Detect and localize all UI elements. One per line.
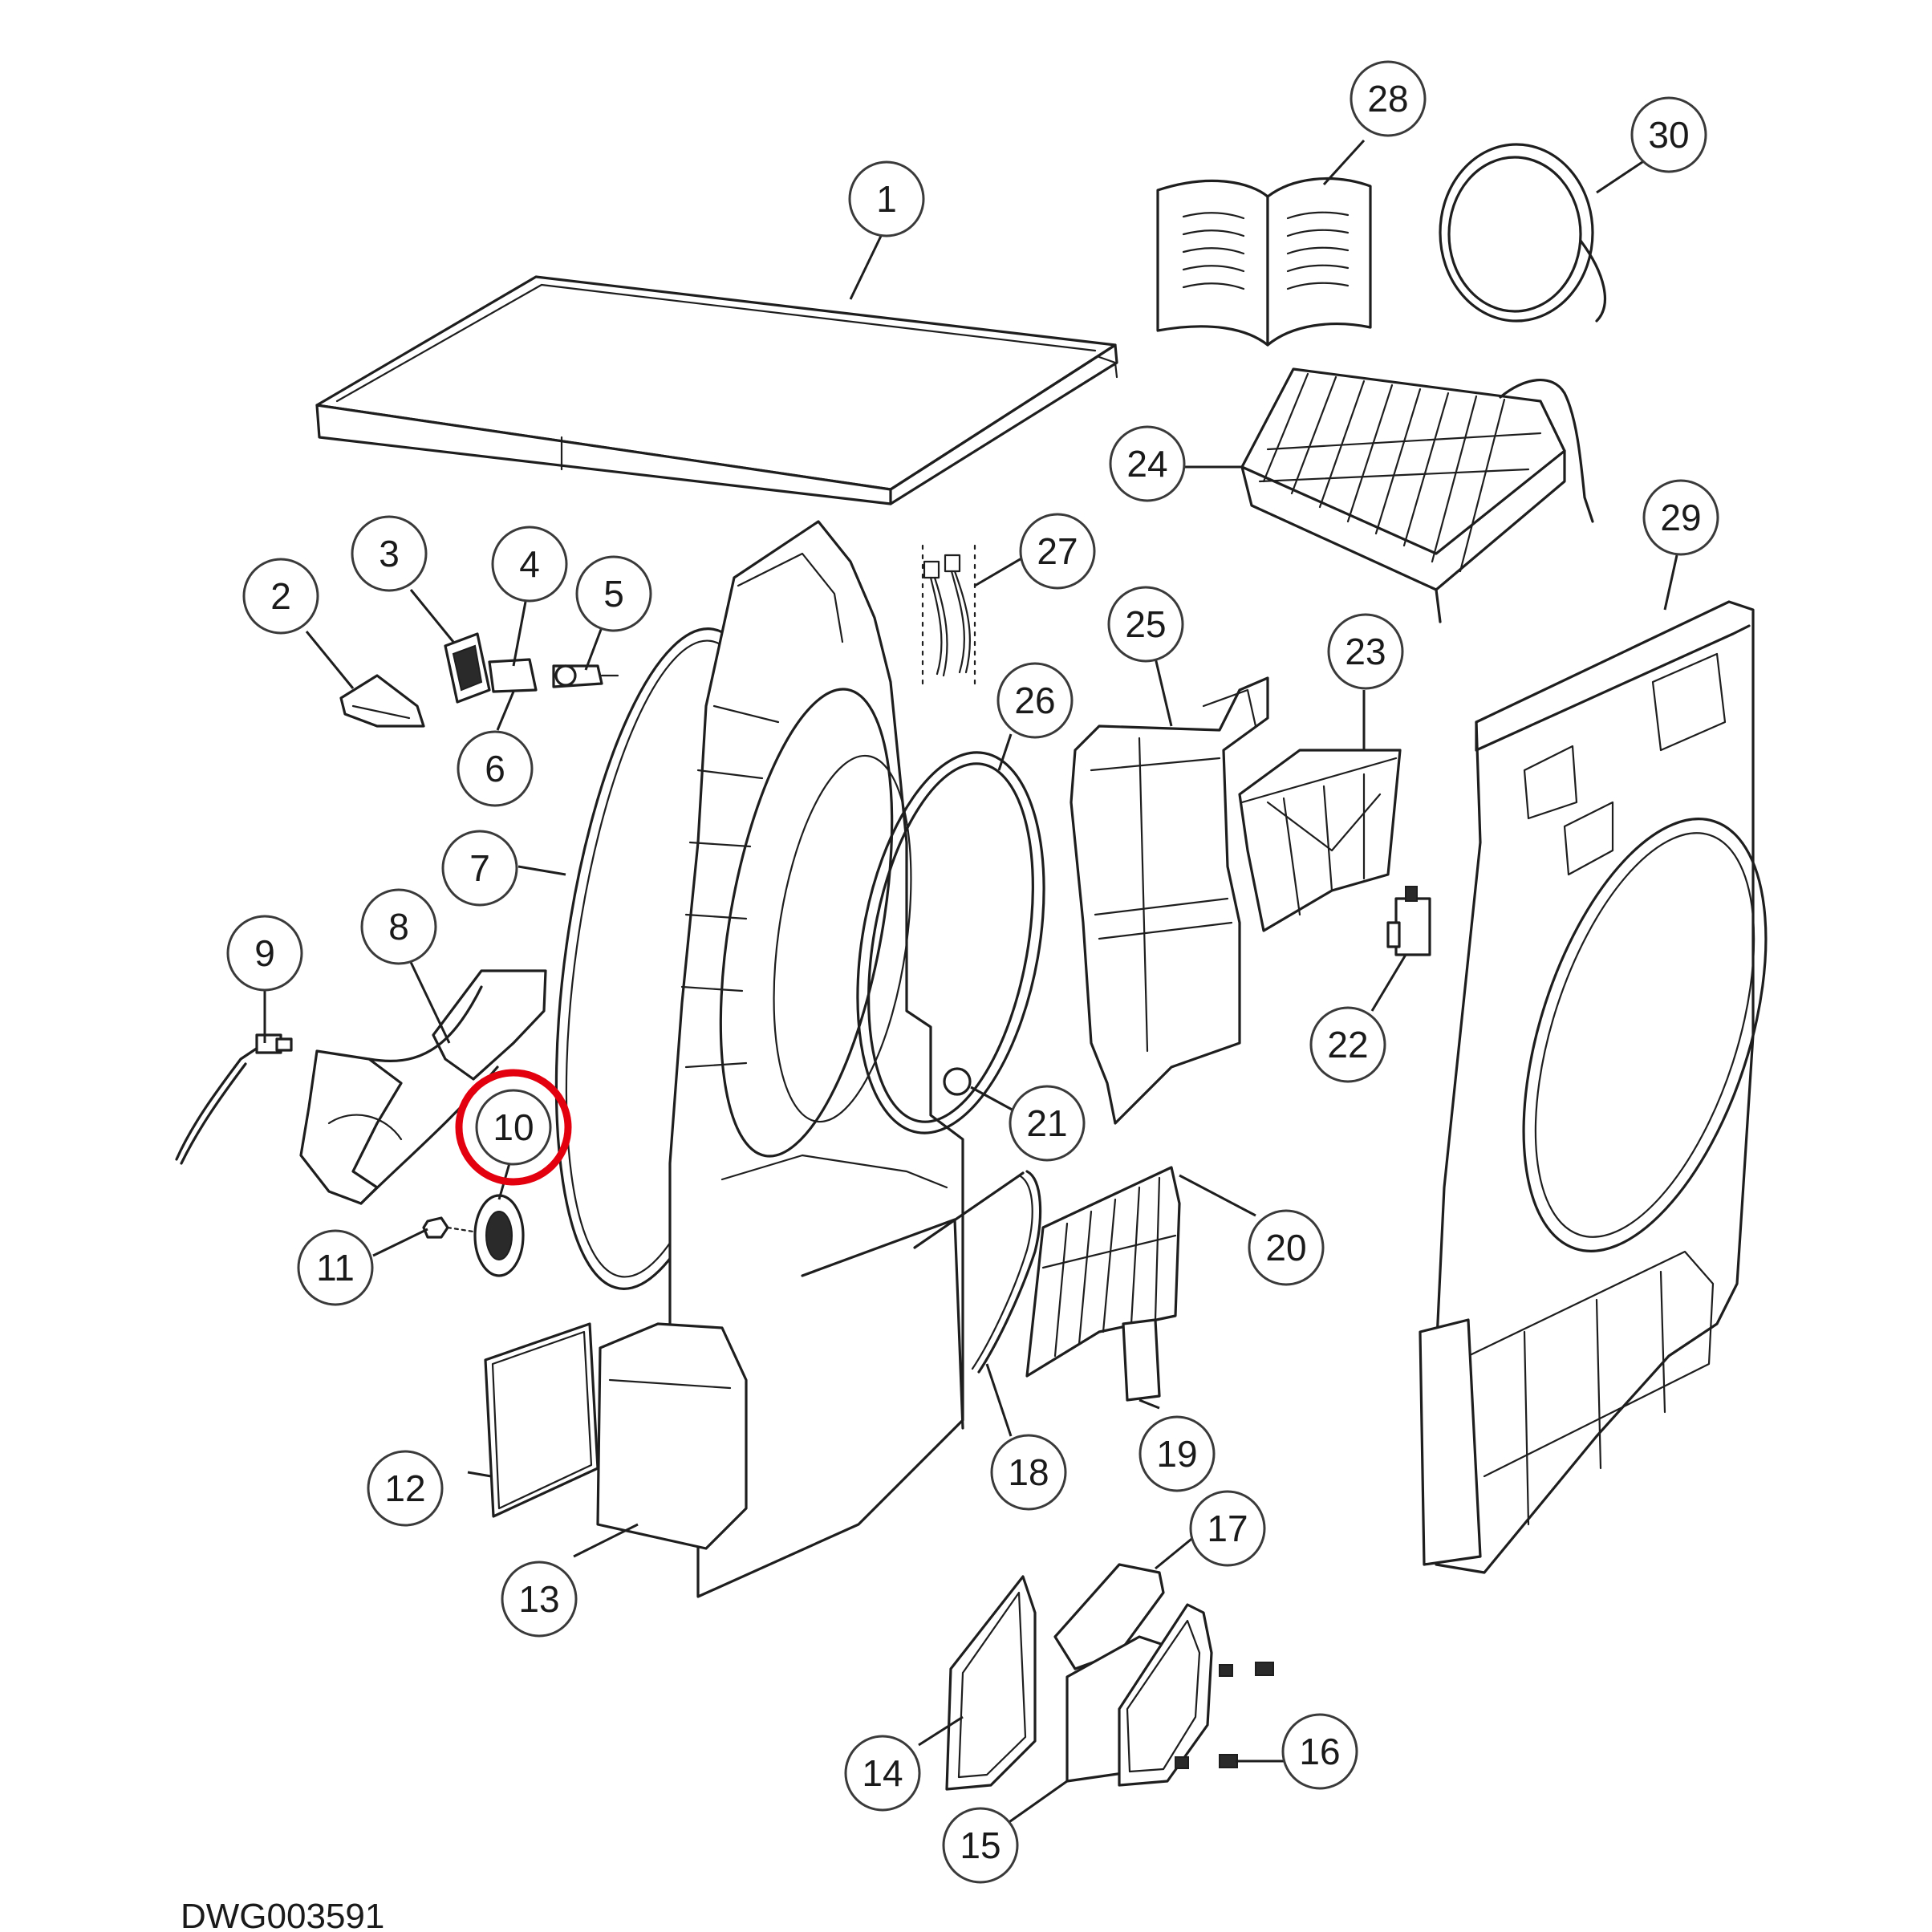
callout-25: 25 — [1107, 586, 1184, 663]
callout-29-label: 29 — [1660, 497, 1701, 538]
part-sensor-wire — [175, 1033, 293, 1165]
callout-13-label: 13 — [518, 1578, 559, 1620]
callout-14-label: 14 — [862, 1752, 903, 1794]
drawing-id-block: DWG003591 — [181, 1897, 384, 1932]
callout-18: 18 — [990, 1434, 1067, 1511]
callout-7-label: 7 — [469, 847, 490, 889]
callout-8: 8 — [360, 888, 437, 965]
part-manual-book — [1156, 177, 1372, 347]
callout-3-label: 3 — [379, 533, 400, 574]
leader-lines — [263, 139, 1678, 1831]
callout-18-label: 18 — [1008, 1451, 1049, 1493]
callout-14: 14 — [844, 1735, 921, 1812]
part-fan-wheel — [473, 1194, 525, 1277]
part-filter-housing — [1238, 749, 1402, 932]
callout-26: 26 — [996, 662, 1074, 739]
callout-11: 11 — [297, 1229, 374, 1306]
callout-28-label: 28 — [1367, 78, 1408, 120]
callout-24-label: 24 — [1126, 443, 1167, 485]
callout-9: 9 — [226, 915, 303, 992]
callout-6-label: 6 — [485, 748, 505, 789]
callout-29: 29 — [1642, 479, 1719, 556]
part-hinge — [339, 674, 425, 728]
callout-6: 6 — [457, 730, 534, 807]
callout-10[interactable]: 10 — [475, 1089, 552, 1166]
callout-21: 21 — [1009, 1085, 1086, 1162]
part-filter-gasket — [484, 1322, 599, 1518]
callout-2: 2 — [242, 558, 319, 635]
part-front-frame — [596, 520, 964, 1598]
callout-3: 3 — [351, 515, 428, 592]
callout-9-label: 9 — [254, 932, 275, 974]
callout-26-label: 26 — [1014, 680, 1055, 721]
callout-12-label: 12 — [384, 1467, 425, 1509]
callout-22-label: 22 — [1327, 1024, 1368, 1065]
callout-16: 16 — [1281, 1713, 1358, 1790]
callout-1-label: 1 — [876, 178, 897, 220]
callout-1: 1 — [848, 160, 925, 237]
callout-19-label: 19 — [1156, 1433, 1197, 1475]
callout-5-label: 5 — [603, 573, 624, 615]
callout-17-label: 17 — [1207, 1508, 1248, 1549]
callout-20-label: 20 — [1265, 1227, 1306, 1268]
callout-27: 27 — [1019, 513, 1096, 590]
part-lower-filter-assembly — [945, 1563, 1274, 1791]
part-wire-harness — [921, 544, 976, 688]
callout-7: 7 — [441, 830, 518, 907]
callout-22: 22 — [1309, 1006, 1386, 1083]
callout-25-label: 25 — [1125, 603, 1166, 645]
callout-15: 15 — [942, 1807, 1019, 1884]
part-wire-basket — [1240, 367, 1594, 623]
callout-4: 4 — [491, 526, 568, 603]
part-front-panel — [1419, 600, 1768, 1574]
part-door-lock-assembly — [444, 632, 619, 704]
callout-16-label: 16 — [1299, 1731, 1340, 1772]
drawing-id: DWG003591 — [181, 1897, 384, 1932]
callouts: 1 2 3 4 5 6 7 8 9 10 11 12 13 14 15 16 1… — [226, 60, 1719, 1884]
part-seal-strip — [913, 1170, 1042, 1374]
callout-8-label: 8 — [388, 906, 409, 948]
part-top-panel — [315, 275, 1118, 505]
callout-10-label: 10 — [493, 1106, 534, 1148]
callout-17: 17 — [1189, 1490, 1266, 1567]
callout-15-label: 15 — [960, 1824, 1000, 1866]
part-pressure-switch — [1386, 886, 1431, 956]
callout-4-label: 4 — [519, 543, 540, 585]
callout-2-label: 2 — [270, 575, 291, 617]
callout-23: 23 — [1327, 613, 1404, 690]
part-air-duct — [299, 969, 547, 1205]
part-duct-housing — [1070, 676, 1269, 1125]
part-screw — [943, 1067, 972, 1096]
callout-30-label: 30 — [1648, 114, 1689, 156]
callout-27-label: 27 — [1037, 530, 1078, 572]
callout-20: 20 — [1248, 1209, 1325, 1286]
callout-5: 5 — [575, 555, 652, 632]
callout-19: 19 — [1138, 1415, 1216, 1492]
part-hose-coil — [1439, 143, 1606, 323]
callout-23-label: 23 — [1345, 631, 1386, 672]
callout-24: 24 — [1109, 425, 1186, 502]
callout-28: 28 — [1350, 60, 1427, 137]
callout-13: 13 — [501, 1561, 578, 1638]
part-nut — [422, 1216, 475, 1239]
callout-30: 30 — [1630, 96, 1707, 173]
callout-11-label: 11 — [316, 1247, 355, 1289]
callout-21-label: 21 — [1026, 1102, 1067, 1144]
part-lint-filter — [1025, 1166, 1181, 1402]
highlight-ring-callout-10 — [455, 1069, 572, 1186]
callout-12: 12 — [367, 1450, 444, 1527]
